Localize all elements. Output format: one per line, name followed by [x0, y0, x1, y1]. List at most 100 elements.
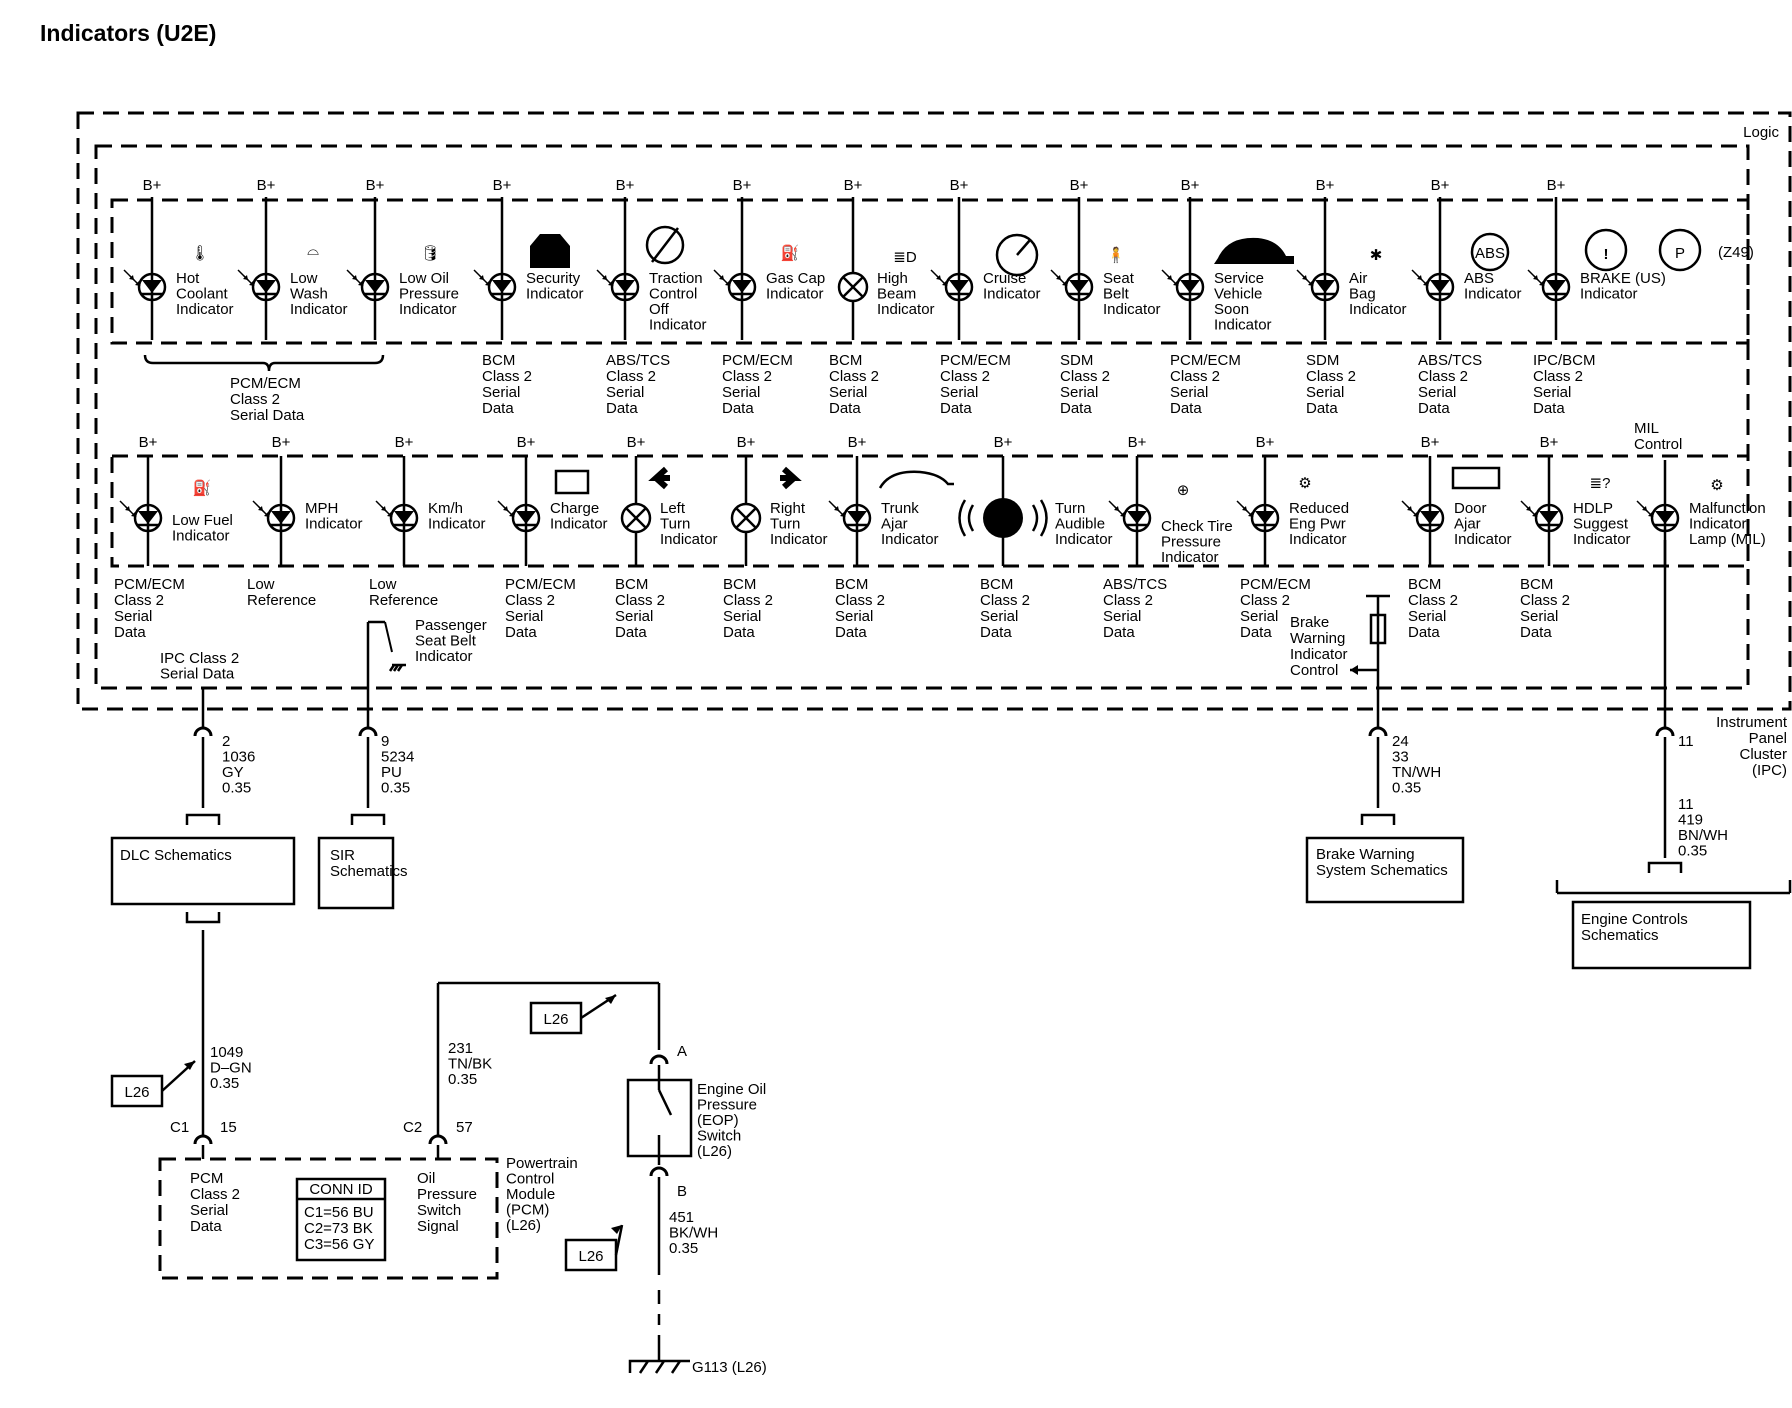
indicator-label-line: Vehicle [1214, 286, 1262, 303]
lamp-filament [735, 507, 757, 529]
pcm-oil-label-line: Switch [417, 1202, 461, 1219]
logic-border [94, 144, 1750, 690]
indicator-label-line: Indicator [1161, 549, 1219, 566]
led-circle [487, 272, 517, 302]
tire-pressure-icon: ⊕ [1177, 482, 1190, 499]
diode-triangle [1539, 511, 1559, 524]
reference-bracket [185, 912, 221, 924]
source-label-line: Low [369, 576, 397, 593]
indicator-label-line: Turn [660, 516, 690, 533]
security-car-icon [530, 234, 570, 268]
logic-label: Logic [1743, 124, 1779, 141]
brake-warning-control-label-line: Warning [1290, 630, 1345, 647]
group-brace [143, 354, 385, 372]
pcm-module-label-line: (L26) [506, 1217, 541, 1234]
lamp-symbol [620, 502, 652, 534]
indicator-label-line: Indicator [877, 301, 935, 318]
source-label-line: Data [615, 624, 647, 641]
wire-label-line: 0.35 [210, 1075, 239, 1092]
diode-triangle [142, 280, 162, 293]
led-symbol [119, 500, 163, 533]
led-circle [727, 272, 757, 302]
arrow-head [264, 512, 269, 517]
diode-triangle [394, 511, 414, 524]
source-label-line: Serial [1060, 384, 1098, 401]
pcm-c1-label: C1 [170, 1119, 189, 1136]
mil-control-label-line: Control [1634, 436, 1682, 453]
source-label-line: Serial [1418, 384, 1456, 401]
led-circle [944, 272, 974, 302]
source-label-line: Class 2 [1060, 368, 1110, 385]
b-plus-label: B+ [1256, 434, 1275, 451]
arrow-head [249, 281, 254, 286]
source-label-line: BCM [482, 352, 515, 369]
indicator-label-line: Indicator [1689, 516, 1747, 533]
gas-cap-icon: ⛽ [781, 244, 800, 262]
engine-controls-box [1571, 900, 1752, 970]
indicator-label-line: Indicator [1454, 531, 1512, 548]
indicator-label-line: HDLP [1573, 500, 1613, 517]
b-plus-label: B+ [1431, 177, 1450, 194]
source-label-line: Class 2 [1306, 368, 1356, 385]
diode-triangle [365, 280, 385, 293]
sir-connector [358, 726, 378, 737]
source-label-line: PCM/ECM [505, 576, 576, 593]
source-label-line: Class 2 [1520, 592, 1570, 609]
indicator-label-line: Indicator [1055, 531, 1113, 548]
source-label-line: Serial [1533, 384, 1571, 401]
indicator-label-line: Suggest [1573, 516, 1629, 533]
lamp-symbol [837, 271, 869, 303]
arrow-head [1248, 512, 1253, 517]
arrow-head [1350, 665, 1358, 675]
indicator-label-line: BRAKE (US) [1580, 270, 1666, 287]
diode-triangle [516, 511, 536, 524]
coolant-temp-icon: 🌡 [190, 245, 209, 262]
engine-controls-label-line: Schematics [1581, 927, 1659, 944]
source-label-line: ABS/TCS [1418, 352, 1482, 369]
led-circle [1425, 272, 1455, 302]
pcm-module-label-line: Module [506, 1186, 555, 1203]
wire-label-line: 24 [1392, 733, 1409, 750]
brake-schematics-label-line: Brake Warning [1316, 846, 1415, 863]
conn-id-value-line: C2=73 BK [304, 1220, 373, 1237]
source-label-line: Class 2 [1408, 592, 1458, 609]
indicator-label-line: Charge [550, 500, 599, 517]
source-label-line: Reference [247, 592, 316, 609]
door-ajar-icon [1451, 466, 1501, 490]
led-circle [133, 503, 163, 533]
source-label-line: Data [1418, 400, 1450, 417]
brake-icon-mark: ! [1604, 246, 1609, 263]
ground-icon [388, 663, 406, 672]
pcm-module-label-line: Powertrain [506, 1155, 578, 1172]
arrow-head [840, 512, 845, 517]
wire-label-line: 0.35 [381, 780, 410, 797]
source-label-line: BCM [1520, 576, 1553, 593]
source-label-line: Serial [1520, 608, 1558, 625]
arrow-head [942, 281, 947, 286]
led-circle [251, 272, 281, 302]
led-symbol [930, 269, 974, 302]
diode-triangle [271, 511, 291, 524]
sir-schematics-label-line: Schematics [330, 863, 408, 880]
arrow-head [1413, 512, 1418, 517]
engine-controls-label-line: Engine Controls [1581, 911, 1688, 928]
arrow-head [135, 281, 140, 286]
dlc-schematics-box [110, 836, 296, 906]
diode-triangle [1315, 280, 1335, 293]
led-symbol [346, 269, 390, 302]
reference-bracket [1647, 861, 1683, 873]
indicator-label-line: Soon [1214, 301, 1249, 318]
conn-id-value-line: C1=56 BU [304, 1204, 374, 1221]
option-tag-label: L26 [578, 1248, 603, 1265]
indicator-label-line: Indicator [766, 286, 824, 303]
speaker-icon [958, 499, 1048, 537]
pcm-c2-label: C2 [403, 1119, 422, 1136]
source-label-line: Data [723, 624, 755, 641]
seat-belt-icon: 🧍 [1107, 246, 1126, 264]
source-label-line: ABS/TCS [1103, 576, 1167, 593]
pcm-c1-connector [193, 1134, 213, 1145]
arrow-head [1120, 512, 1125, 517]
indicator-label-line: Km/h [428, 500, 463, 517]
source-label-line: Class 2 [505, 592, 555, 609]
